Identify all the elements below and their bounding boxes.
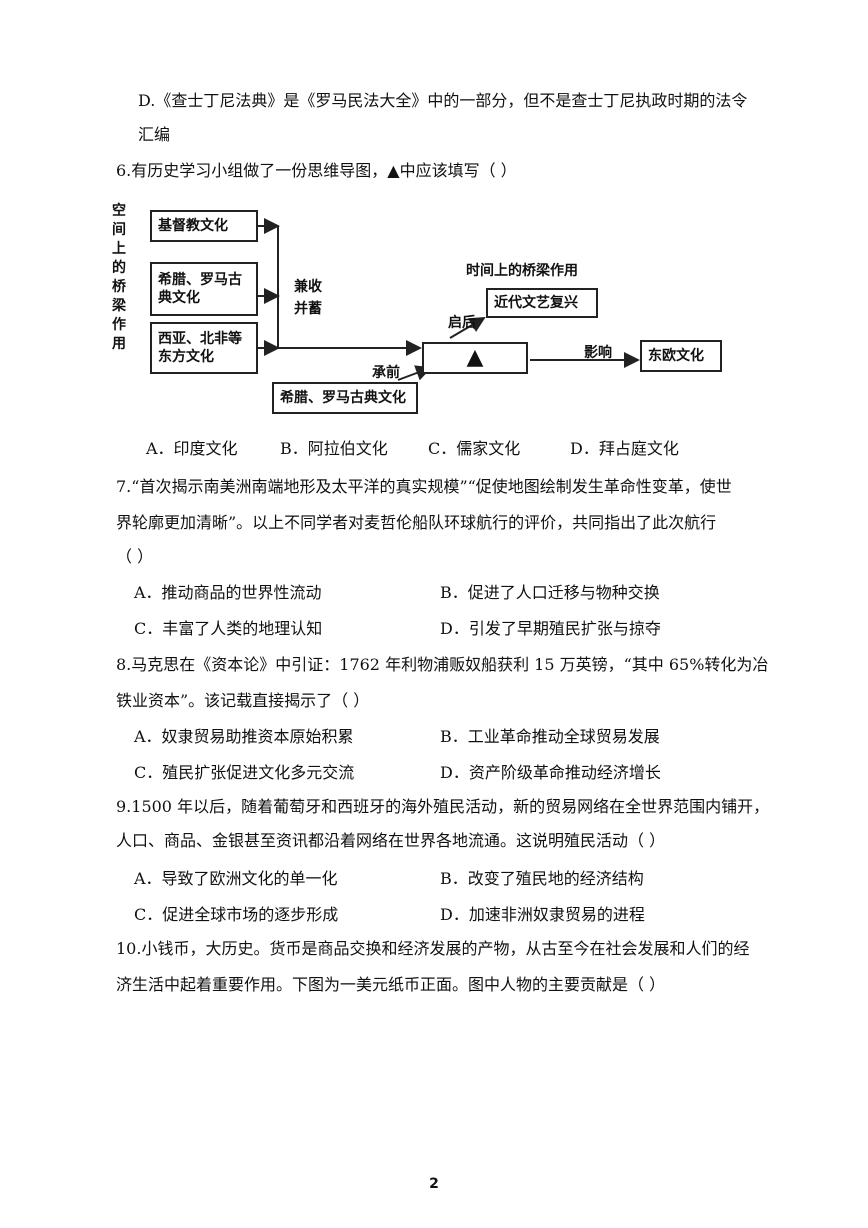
q8-line2: 铁业资本”。该记载直接揭示了（ ） (116, 691, 370, 710)
box-eastern-culture-text-1: 西亚、北非等 (158, 331, 242, 347)
merge-label-1: 兼收 (294, 279, 322, 295)
q6-option-d: D．拜占庭文化 (570, 439, 679, 458)
q6-option-b: B．阿拉伯文化 (280, 439, 388, 458)
q10-line2: 济生活中起着重要作用。下图为一美元纸币正面。图中人物的主要贡献是（ ） (116, 975, 666, 994)
q9-line1: 9.1500 年以后，随着葡萄牙和西班牙的海外殖民活动，新的贸易网络在全世界范围… (116, 797, 770, 816)
q5-option-d-line1: D.《查士丁尼法典》是《罗马民法大全》中的一部分，但不是查士丁尼执政时期的法令 (138, 91, 748, 110)
q8-option-c: C．殖民扩张促进文化多元交流 (134, 763, 355, 782)
q6-option-a: A．印度文化 (146, 439, 238, 458)
box-eastern-culture: 西亚、北非等 东方文化 (150, 322, 258, 374)
box-renaissance-text: 近代文艺复兴 (494, 295, 578, 311)
temporal-bridge-label: 时间上的桥梁作用 (466, 263, 578, 279)
yingxiang-label: 影响 (584, 345, 612, 361)
box-christian-culture-text: 基督教文化 (158, 218, 228, 234)
q5-option-d-line2: 汇编 (138, 125, 171, 144)
q9-option-c: C．促进全球市场的逐步形成 (134, 905, 339, 924)
triangle-icon: ▲ (466, 345, 484, 370)
q7-option-b: B．促进了人口迁移与物种交换 (440, 583, 660, 602)
q7-line1: 7.“首次揭示南美洲南端地形及太平洋的真实规模”“促使地图绘制发生革命性变革，使… (116, 477, 732, 496)
q8-option-d: D．资产阶级革命推动经济增长 (440, 763, 661, 782)
box-east-europe-text: 东欧文化 (648, 348, 704, 364)
q9-line2: 人口、商品、金银甚至资讯都沿着网络在世界各地流通。这说明殖民活动（ ） (116, 831, 666, 850)
box-renaissance: 近代文艺复兴 (486, 288, 598, 318)
q7-option-c: C．丰富了人类的地理认知 (134, 619, 323, 638)
q7-line3: （ ） (116, 547, 154, 566)
q6-mind-map: 空间上的桥梁作用 基督教文化 希腊、罗马古 典文化 西亚、北非等 东方文化 兼收… (110, 198, 750, 428)
q9-option-d: D．加速非洲奴隶贸易的进程 (440, 905, 645, 924)
q8-option-b: B．工业革命推动全球贸易发展 (440, 727, 660, 746)
q7-line2: 界轮廓更加清晰”。以上不同学者对麦哲伦船队环球航行的评价，共同指出了此次航行 (116, 513, 717, 532)
box-center-blank: ▲ (422, 342, 528, 374)
mind-map-arrows (258, 218, 640, 381)
box-greek-roman-text-1: 希腊、罗马古 (158, 272, 242, 288)
box-greek-roman-2: 希腊、罗马古典文化 (272, 382, 418, 414)
box-greek-roman-classical: 希腊、罗马古 典文化 (150, 262, 258, 316)
box-eastern-culture-text-2: 东方文化 (158, 349, 214, 365)
box-greek-roman-text-2: 典文化 (158, 290, 200, 306)
q7-option-a: A．推动商品的世界性流动 (134, 583, 322, 602)
q8-line1: 8.马克思在《资本论》中引证：1762 年利物浦贩奴船获利 15 万英镑，“其中… (116, 655, 769, 674)
merge-label-2: 并蓄 (294, 301, 322, 317)
q9-option-b: B．改变了殖民地的经济结构 (440, 869, 644, 888)
q7-option-d: D．引发了早期殖民扩张与掠夺 (440, 619, 661, 638)
chengqian-label: 承前 (372, 365, 400, 381)
page-number: 2 (429, 1176, 439, 1192)
qihou-label: 启后 (448, 315, 476, 331)
q10-line1: 10.小钱币，大历史。货币是商品交换和经济发展的产物，从古至今在社会发展和人们的… (116, 939, 750, 958)
q9-option-a: A．导致了欧洲文化的单一化 (134, 869, 338, 888)
q6-stem: 6.有历史学习小组做了一份思维导图，▲中应该填写（ ） (116, 161, 517, 180)
q8-option-a: A．奴隶贸易助推资本原始积累 (134, 727, 354, 746)
q6-option-c: C．儒家文化 (428, 439, 521, 458)
spatial-bridge-vertical-label: 空间上的桥梁作用 (112, 203, 126, 352)
box-greek-roman-2-text: 希腊、罗马古典文化 (280, 390, 406, 406)
box-christian-culture: 基督教文化 (150, 210, 258, 242)
box-east-europe: 东欧文化 (640, 340, 722, 372)
